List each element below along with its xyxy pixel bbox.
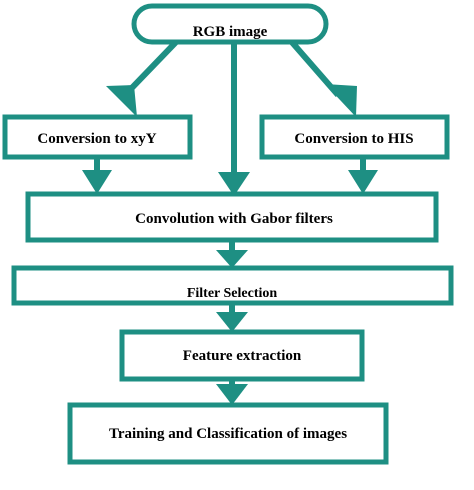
arrowhead-his bbox=[325, 84, 357, 117]
label-rgb-image: RGB image bbox=[193, 24, 268, 40]
arrowhead-filter-to-feature bbox=[216, 312, 248, 332]
node-filter-selection bbox=[11, 265, 454, 306]
node-conversion-xyy bbox=[2, 114, 193, 160]
label-training: Training and Classification of images bbox=[109, 426, 347, 442]
arrowhead-xyy-to-gabor bbox=[82, 170, 112, 194]
arrowhead-gabor-to-filter bbox=[216, 250, 248, 268]
node-rgb-image bbox=[131, 3, 329, 45]
arrowhead-feature-to-training bbox=[216, 384, 248, 405]
label-gabor: Convolution with Gabor filters bbox=[135, 211, 333, 227]
arrowhead-rgb-to-gabor bbox=[218, 172, 250, 196]
node-feature-extraction bbox=[119, 329, 365, 382]
label-feature-extraction: Feature extraction bbox=[183, 348, 302, 364]
node-gabor bbox=[25, 191, 439, 243]
label-conversion-his: Conversion to HIS bbox=[294, 131, 413, 147]
arrowhead-his-to-gabor bbox=[348, 170, 378, 194]
node-training bbox=[67, 402, 389, 465]
node-conversion-his bbox=[259, 114, 450, 160]
label-conversion-xyy: Conversion to xyY bbox=[37, 131, 156, 147]
label-filter-selection: Filter Selection bbox=[187, 286, 278, 301]
arrowhead-xyy bbox=[106, 85, 137, 117]
